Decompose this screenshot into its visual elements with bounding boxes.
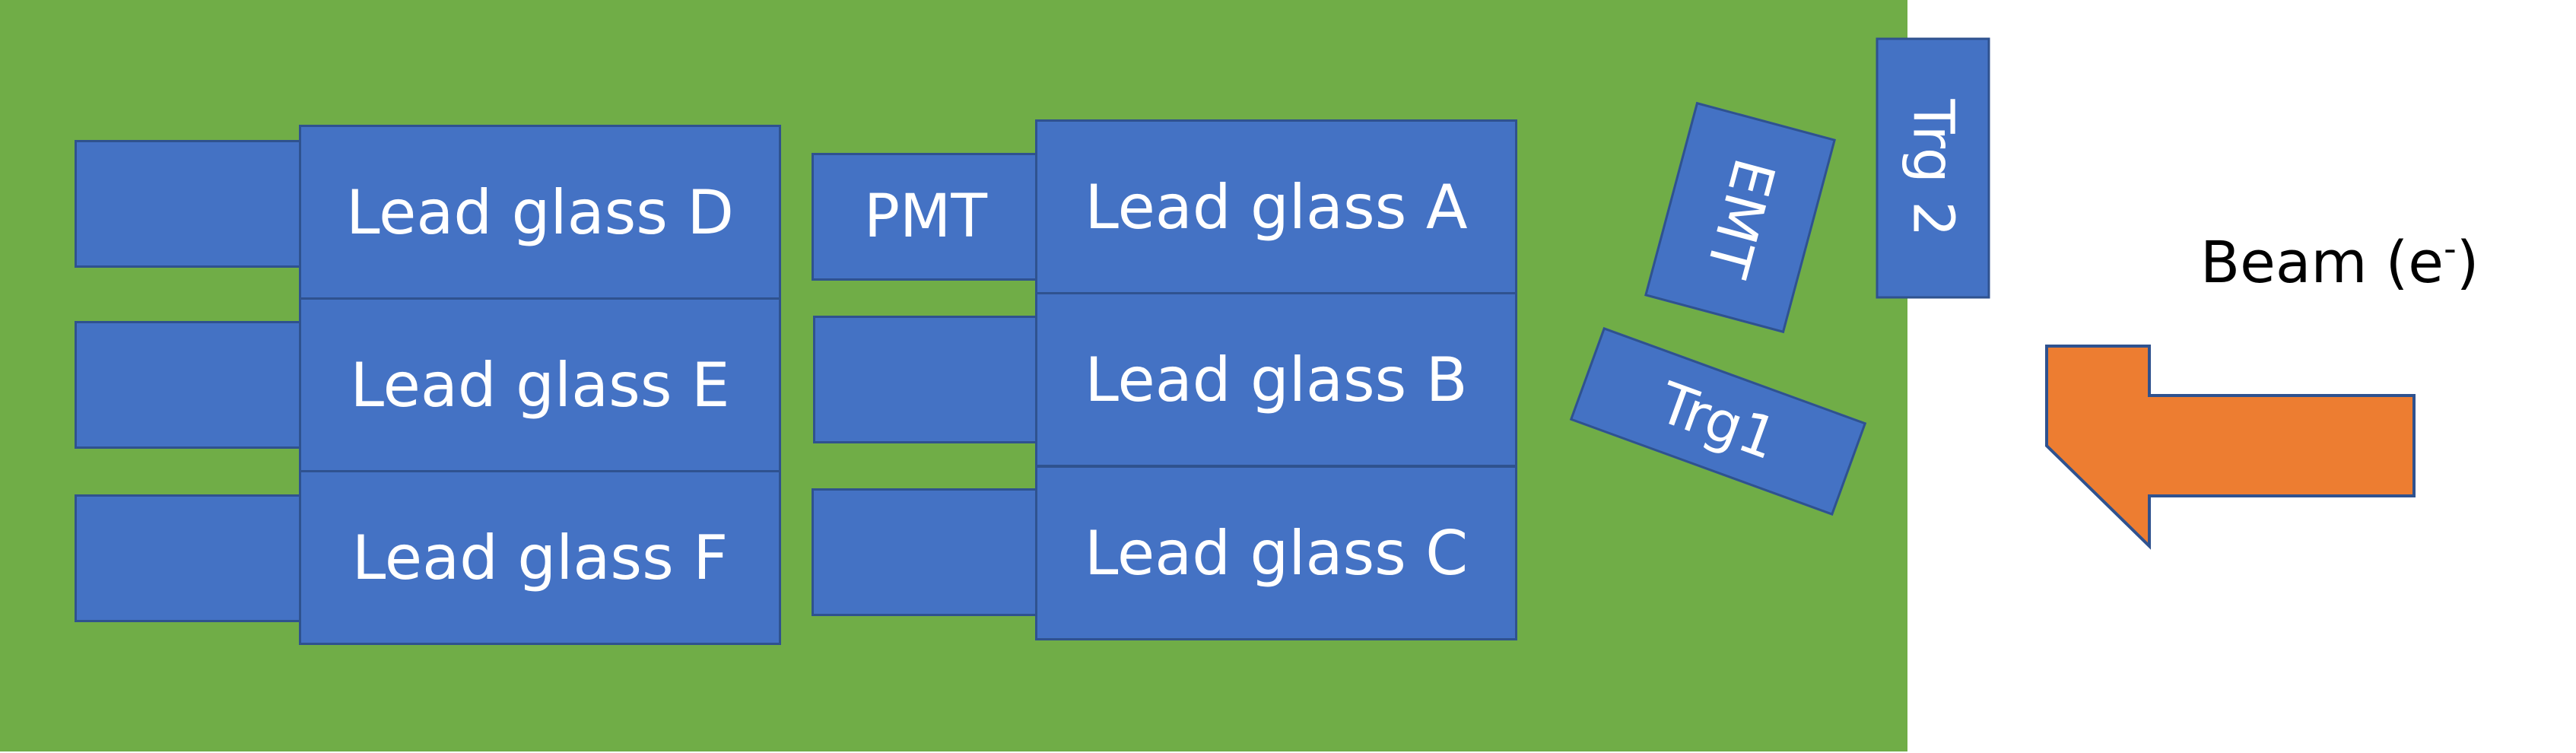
lead-glass-c: Lead glass C <box>1035 465 1517 640</box>
beam-arrow-shape <box>2045 345 2416 550</box>
beam-electron-charge: - <box>2444 228 2457 269</box>
pmt-block-e <box>75 321 303 449</box>
pmt-block-f <box>75 494 303 622</box>
beam-label-text: Beam (e <box>2200 228 2444 296</box>
pmt-block-d <box>75 140 303 268</box>
beam-label: Beam (e-) <box>2200 228 2479 296</box>
lead-glass-b: Lead glass B <box>1035 292 1517 467</box>
pmt-block-c <box>812 488 1040 616</box>
lead-glass-a: Lead glass A <box>1035 119 1517 294</box>
lead-glass-d: Lead glass D <box>299 125 781 300</box>
beam-label-close: ) <box>2456 228 2479 296</box>
lead-glass-e: Lead glass E <box>299 297 781 472</box>
lead-glass-f: Lead glass F <box>299 470 781 645</box>
pmt-block-a: PMT <box>812 153 1040 281</box>
pmt-block-b <box>813 316 1041 443</box>
